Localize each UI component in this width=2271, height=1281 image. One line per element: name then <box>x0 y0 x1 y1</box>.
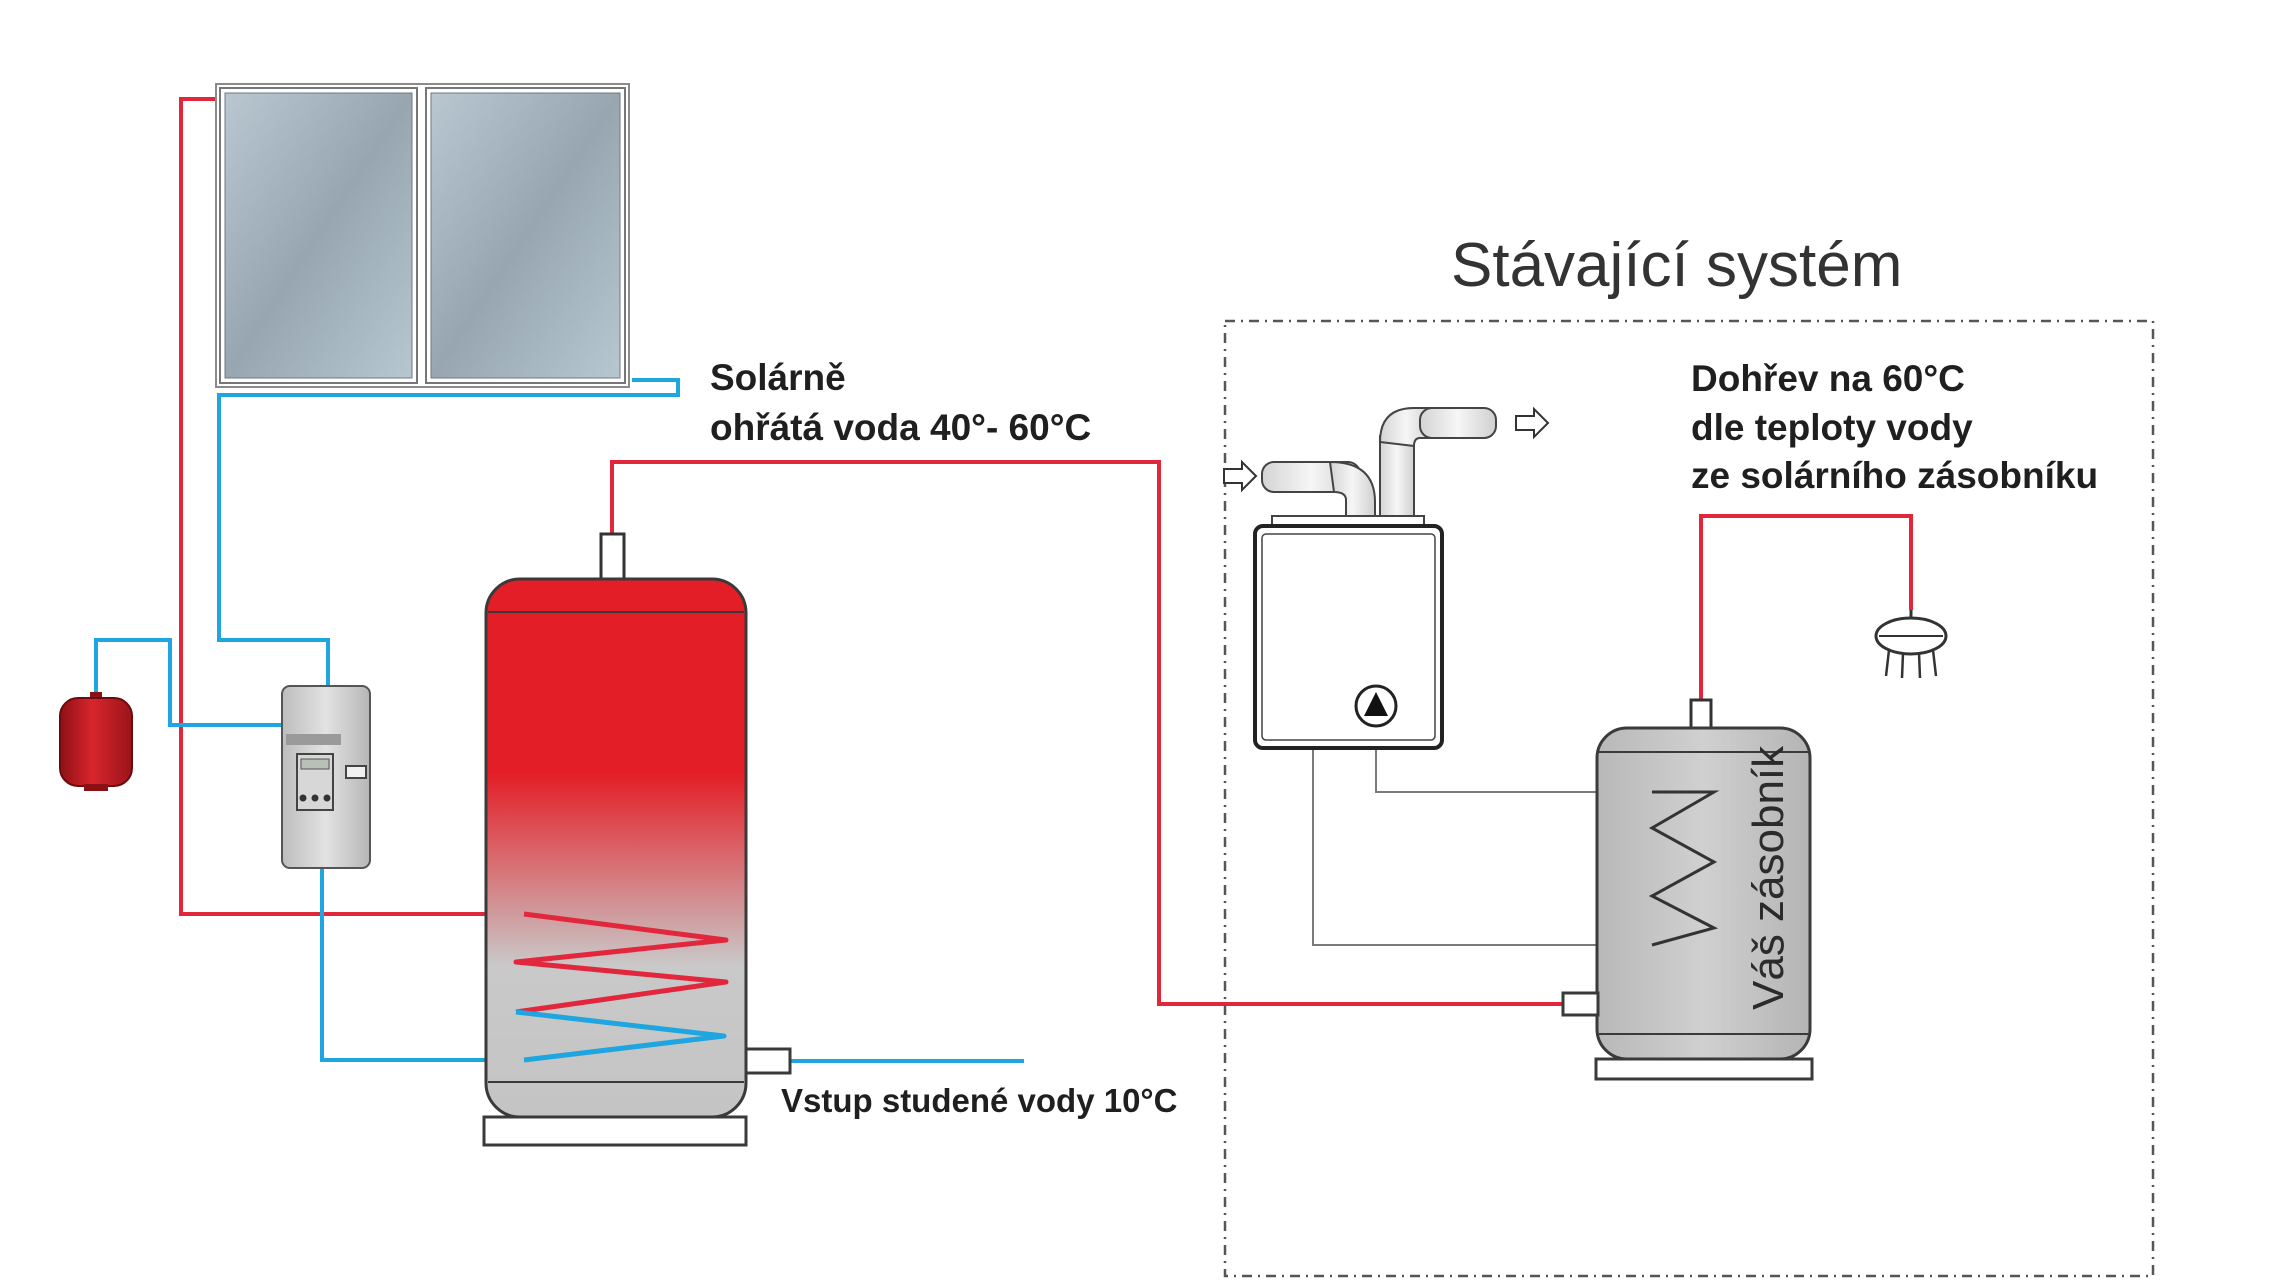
existing-storage-tank <box>1561 698 1814 1081</box>
cold-water-inlet-label: Vstup studené vody 10°C <box>781 1082 1177 1119</box>
solar-coil <box>513 911 729 1015</box>
circulation-pump-icon <box>1354 684 1398 728</box>
flue-pipe-icon <box>1261 407 1497 527</box>
station-to-coil-pipe <box>320 868 526 1062</box>
existing-system-frame <box>1223 319 2155 1278</box>
boiler-return-line <box>1312 750 1652 946</box>
shower-supply-pipe <box>1699 514 1913 700</box>
solar-collectors <box>215 83 630 388</box>
solar-pump-station-icon <box>281 685 371 869</box>
solar-water-label-line2: ohřátá voda 40°- 60°C <box>710 407 1091 448</box>
shower-head-icon <box>1874 610 1948 679</box>
reheat-label-line3: ze solárního zásobníku <box>1691 455 2098 496</box>
boiler-coil <box>1648 790 1720 947</box>
expansion-vessel-pipe <box>94 638 283 727</box>
solar-water-pipe <box>610 460 1563 1006</box>
expansion-vessel-icon <box>59 692 133 791</box>
collector-hot-pipe <box>179 97 526 916</box>
reheat-label-line2: dle teploty vody <box>1691 407 1973 448</box>
existing-system-title: Stávající systém <box>1451 231 1902 300</box>
boiler-flow-line <box>1375 740 1652 793</box>
air-intake-arrow-icon <box>1223 459 1258 493</box>
solar-water-label-line1: Solárně <box>710 357 846 398</box>
solar-coil-return <box>515 1009 727 1063</box>
solar-storage-tank <box>482 532 792 1147</box>
reheat-label-line1: Dohřev na 60°C <box>1691 358 1965 399</box>
existing-tank-label: Váš zásobník <box>1744 745 1793 1010</box>
exhaust-arrow-icon <box>1515 406 1550 440</box>
collector-cold-pipe <box>217 378 680 690</box>
gas-boiler-icon <box>1253 524 1444 750</box>
